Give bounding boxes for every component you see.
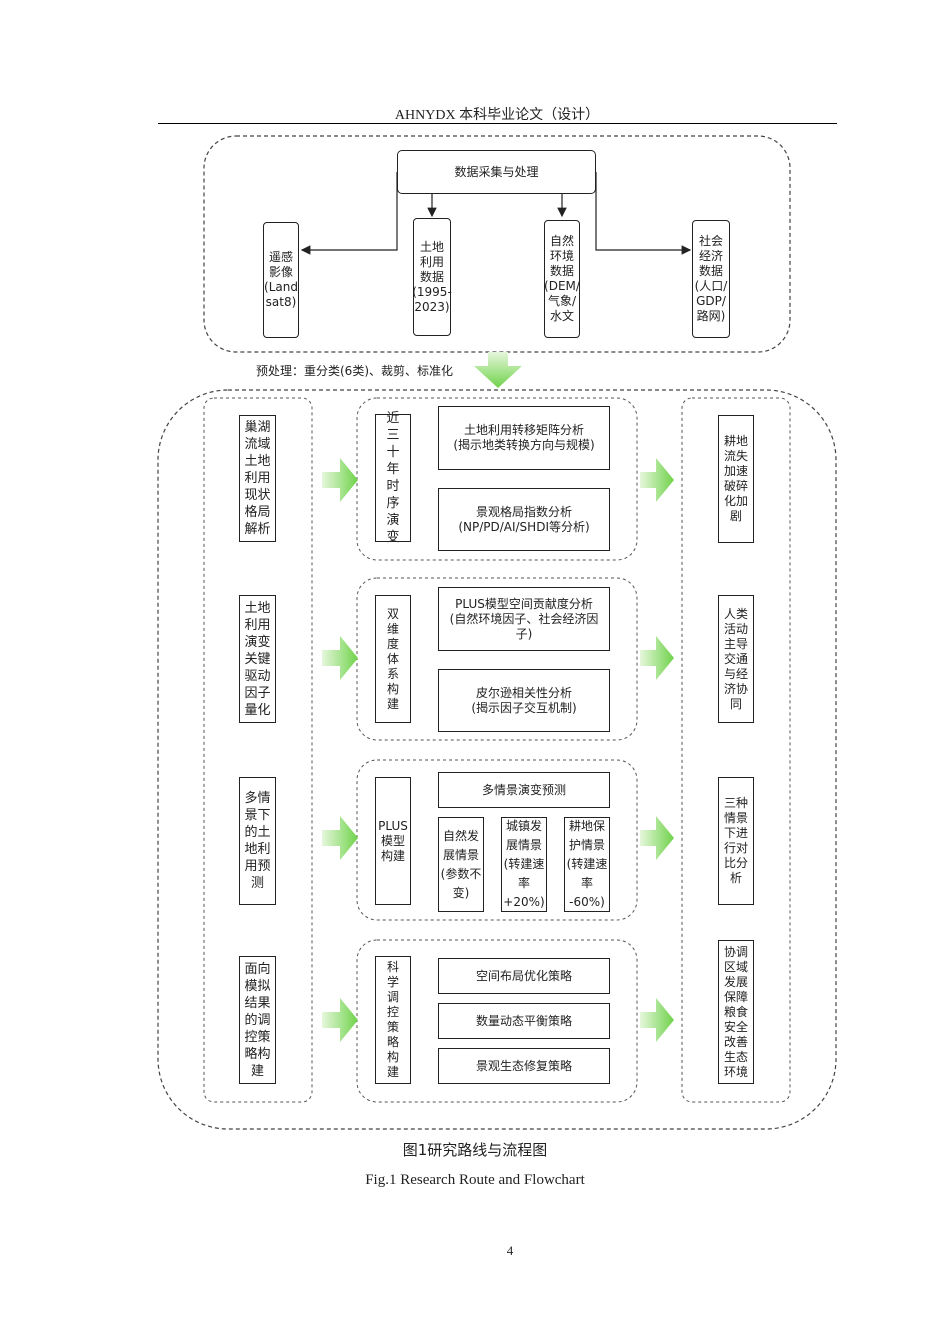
row1-item1-label: 土地利用转移矩阵分析 (揭示地类转换方向与规模): [453, 423, 595, 452]
scenario-natural-box: 自然发 展情景 (参数不 变): [438, 817, 484, 912]
row4-item3-box: 景观生态修复策略: [438, 1048, 610, 1084]
data-collection-box: 数据采集与处理: [397, 150, 596, 194]
row4-arrow-right: [640, 998, 674, 1042]
data-collection-label: 数据采集与处理: [454, 164, 539, 179]
remote-sensing-label: 遥感 影像 (Land sat8): [264, 250, 298, 309]
row1-item1-box: 土地利用转移矩阵分析 (揭示地类转换方向与规模): [438, 406, 610, 470]
row2-arrow-right: [640, 636, 674, 680]
row1-method-box: 近 三 十 年 时 序 演 变: [375, 411, 411, 545]
scenario-urban-box: 城镇发 展情景 (转建速 率 +20%): [501, 817, 547, 912]
row4-method-label: 科 学 调 控 策 略 构 建: [386, 960, 399, 1079]
row4-result-box: 协调 区域 发展 保障 粮食 安全 改善 生态 环境: [718, 940, 754, 1084]
scenario-farmland-label: 耕地保 护情景 (转建速 率 -60%): [566, 819, 608, 909]
row4-result-label: 协调 区域 发展 保障 粮食 安全 改善 生态 环境: [723, 944, 748, 1079]
row1-result-label: 耕地 流失 加速 破碎 化加 剧: [723, 434, 748, 523]
row1-left-box: 巢湖 流域 土地 利用 现状 格局 解析: [239, 415, 276, 542]
land-use-data-box: 土地 利用 数据 (1995- 2023): [412, 218, 452, 336]
remote-sensing-box: 遥感 影像 (Land sat8): [263, 222, 299, 338]
row3-title-label: 多情景演变预测: [481, 782, 566, 797]
row4-left-box: 面向 模拟 结果 的调 控策 略构 建: [239, 956, 276, 1084]
figure-caption-en: Fig.1 Research Route and Flowchart: [365, 1172, 585, 1188]
figure-caption-cn: 图1研究路线与流程图: [402, 1141, 548, 1159]
row2-item1-label: PLUS模型空间贡献度分析 (自然环境因子、社会经济因 子): [449, 596, 599, 641]
row1-item2-box: 景观格局指数分析 (NP/PD/AI/SHDI等分析): [438, 488, 610, 551]
row2-item2-label: 皮尔逊相关性分析 (揭示因子交互机制): [471, 685, 577, 715]
right-column-container: [681, 397, 791, 1103]
row3-method-box: PLUS 模型 构建: [375, 777, 411, 905]
row4-item1-label: 空间布局优化策略: [475, 968, 572, 983]
row3-left-box: 多情 景下 的土 地利 用预 测: [239, 777, 276, 905]
row3-arrow-right: [640, 816, 674, 860]
row3-result-label: 三种 情景 下进 行对 比分 析: [723, 796, 748, 885]
row4-left-label: 面向 模拟 结果 的调 控策 略构 建: [244, 961, 271, 1079]
row2-item2-box: 皮尔逊相关性分析 (揭示因子交互机制): [438, 669, 610, 732]
socio-economic-data-box: 社会 经济 数据 (人口/ GDP/ 路网): [692, 220, 730, 338]
scenario-urban-label: 城镇发 展情景 (转建速 率 +20%): [503, 819, 545, 909]
row2-result-label: 人类 活动 主导 交通 与经 济协 同: [723, 606, 748, 711]
mid-group-3: [356, 759, 638, 921]
row1-left-label: 巢湖 流域 土地 利用 现状 格局 解析: [244, 420, 271, 537]
row3-method-label: PLUS 模型 构建: [378, 818, 408, 863]
row2-left-box: 土地 利用 演变 关键 驱动 因子 量化: [239, 595, 276, 723]
row4-item2-box: 数量动态平衡策略: [438, 1003, 610, 1039]
natural-env-data-box: 自然 环境 数据 (DEM/ 气象/ 水文: [544, 220, 580, 338]
header-rule: [158, 123, 837, 124]
left-column-container: [203, 397, 313, 1103]
scenario-natural-label: 自然发 展情景 (参数不 变): [440, 828, 482, 900]
row2-left-label: 土地 利用 演变 关键 驱动 因子 量化: [244, 600, 271, 718]
page-header: AHNYDX 本科毕业论文（设计）: [394, 108, 600, 123]
row3-arrow-left: [322, 816, 358, 860]
row3-result-box: 三种 情景 下进 行对 比分 析: [718, 777, 754, 905]
row3-title-box: 多情景演变预测: [438, 772, 610, 808]
row2-result-box: 人类 活动 主导 交通 与经 济协 同: [718, 595, 754, 723]
top-dashed-container: [203, 135, 791, 353]
row1-arrow-right: [640, 458, 674, 502]
preprocess-down-arrow: [474, 352, 522, 388]
natural-env-data-label: 自然 环境 数据 (DEM/ 气象/ 水文: [544, 234, 580, 323]
row3-left-label: 多情 景下 的土 地利 用预 测: [244, 791, 271, 891]
row1-arrow-left: [322, 458, 358, 502]
land-use-data-label: 土地 利用 数据 (1995- 2023): [412, 239, 452, 314]
row2-item1-box: PLUS模型空间贡献度分析 (自然环境因子、社会经济因 子): [438, 587, 610, 651]
row1-item2-label: 景观格局指数分析 (NP/PD/AI/SHDI等分析): [458, 504, 590, 534]
page-number: 4: [506, 1243, 514, 1258]
scenario-farmland-box: 耕地保 护情景 (转建速 率 -60%): [564, 817, 610, 912]
row2-arrow-left: [322, 636, 358, 680]
preprocess-label: 预处理：重分类(6类)、裁剪、标准化: [256, 364, 453, 378]
row1-result-box: 耕地 流失 加速 破碎 化加 剧: [718, 415, 754, 543]
row2-method-label: 双 维 度 体 系 构 建: [386, 606, 399, 711]
row4-method-box: 科 学 调 控 策 略 构 建: [375, 956, 411, 1084]
socio-economic-data-label: 社会 经济 数据 (人口/ GDP/ 路网): [694, 234, 728, 323]
row4-item2-label: 数量动态平衡策略: [475, 1013, 572, 1028]
row2-method-box: 双 维 度 体 系 构 建: [375, 595, 411, 723]
row4-arrow-left: [322, 998, 358, 1042]
row1-method-label: 近 三 十 年 时 序 演 变: [386, 411, 400, 545]
row4-item3-label: 景观生态修复策略: [475, 1058, 572, 1073]
row4-item1-box: 空间布局优化策略: [438, 958, 610, 994]
main-dashed-container: [157, 389, 837, 1130]
